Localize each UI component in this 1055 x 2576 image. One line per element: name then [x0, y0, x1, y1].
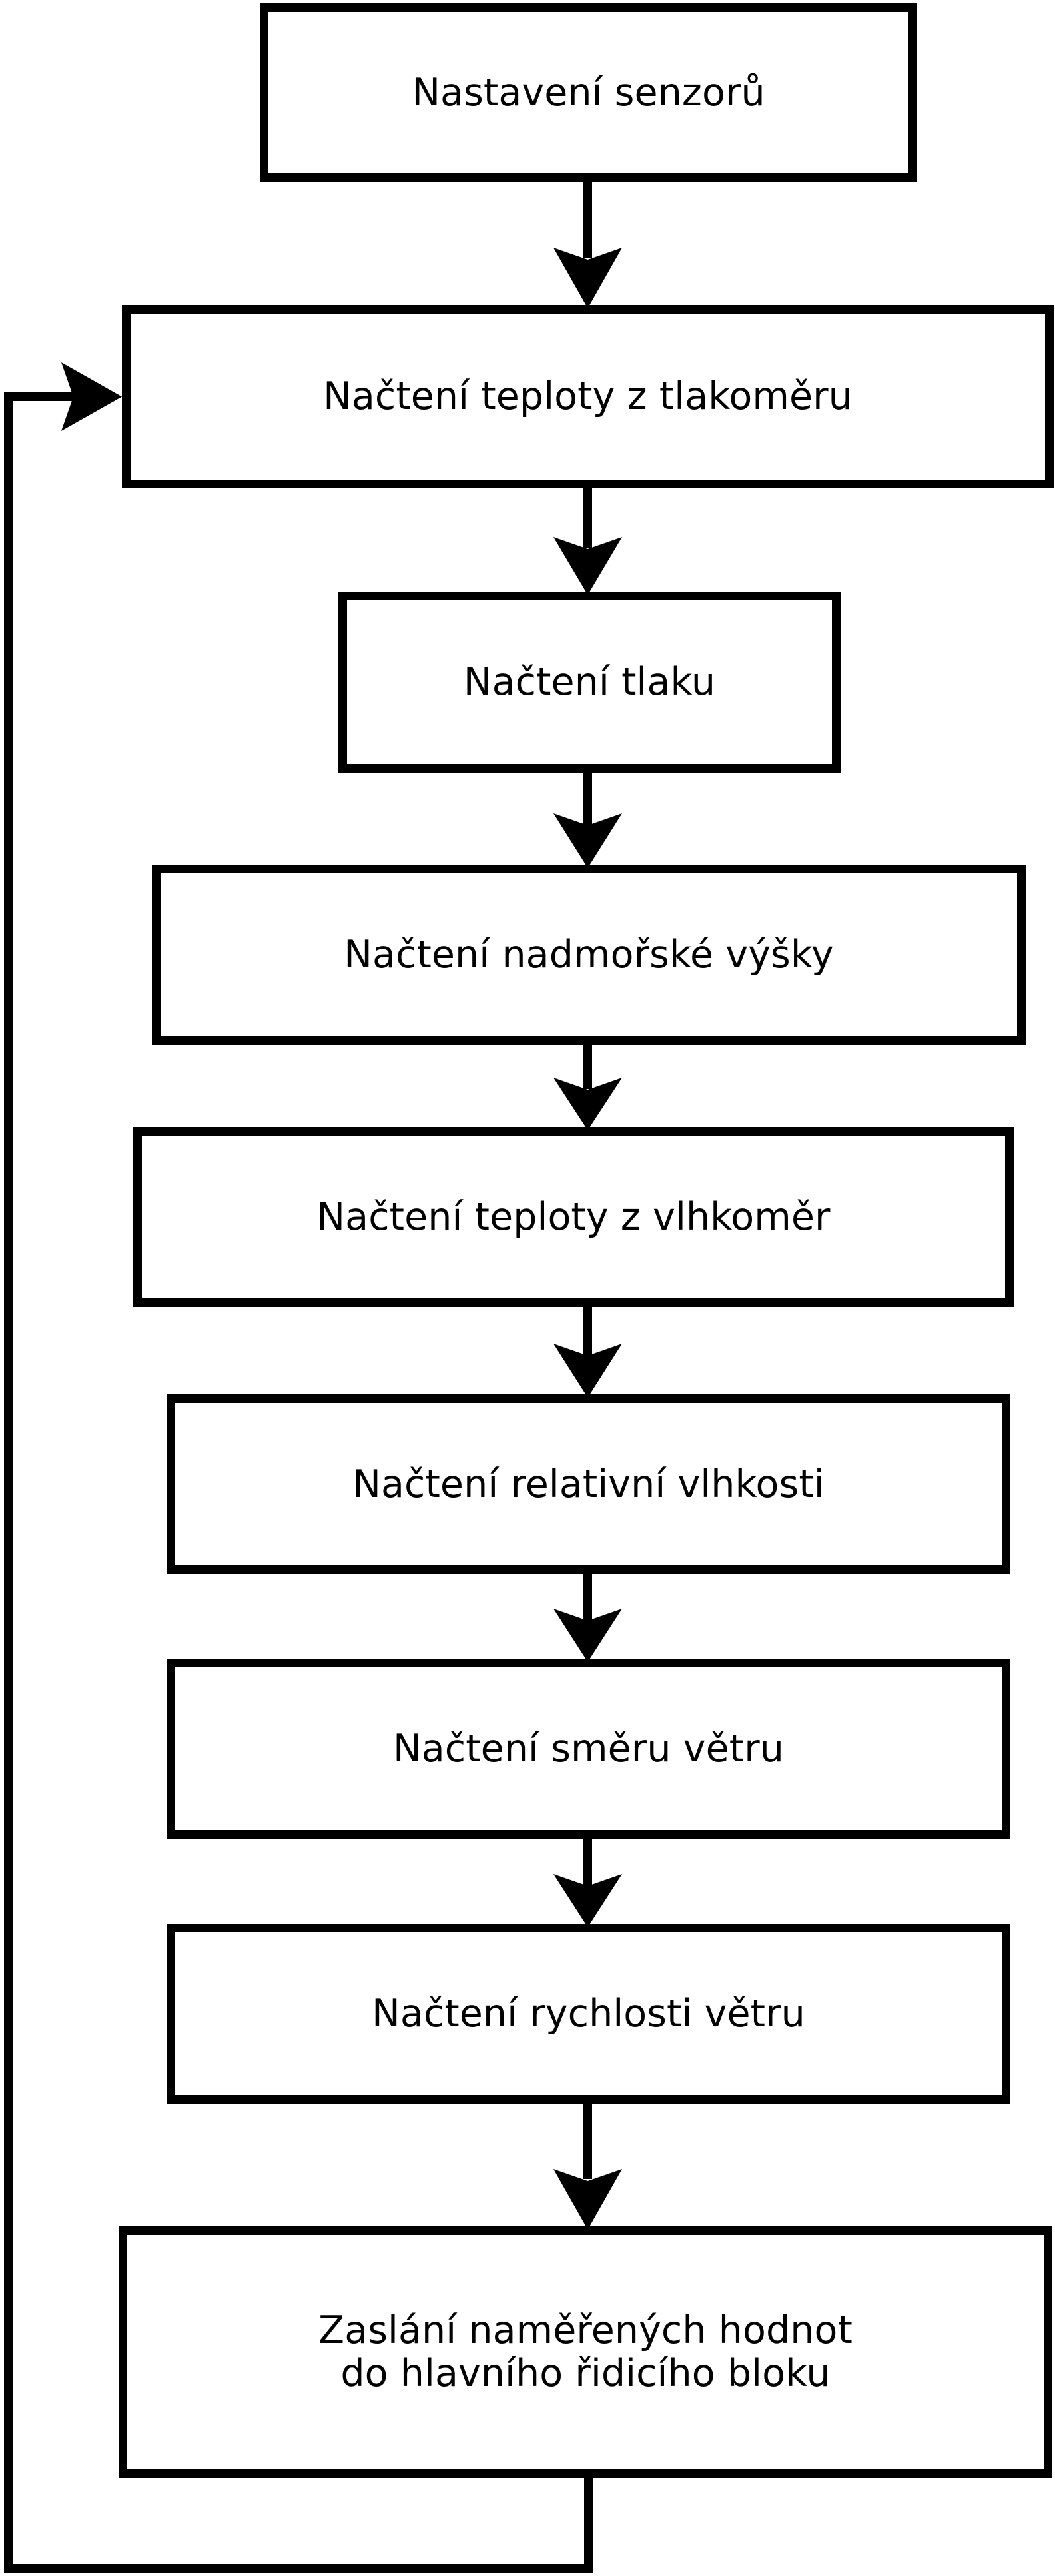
node-label: Načtení tlaku: [463, 659, 716, 704]
node-nacteni-teploty-z-vlhkomer[interactable]: Načtení teploty z vlhkoměr: [133, 1127, 1014, 1307]
arrow-node7-to-node8: [553, 1835, 622, 1927]
node-nacteni-teploty-z-tlakomeru[interactable]: Načtení teploty z tlakoměru: [122, 305, 1054, 488]
node-label: Načtení relativní vlhkosti: [352, 1462, 825, 1506]
node-nacteni-smeru-vetru[interactable]: Načtení směru větru: [167, 1659, 1010, 1839]
arrow-node8-to-node9: [553, 2100, 622, 2230]
node-label: Nastavení senzorů: [412, 70, 765, 115]
arrow-node4-to-node5: [553, 1041, 622, 1130]
node-nacteni-relativni-vlhkosti[interactable]: Načtení relativní vlhkosti: [167, 1394, 1010, 1574]
node-label: Načtení směru větru: [393, 1726, 784, 1771]
loop-left-segment: [4, 392, 13, 2569]
arrow-node1-to-node2: [553, 179, 622, 308]
arrow-node6-to-node7: [553, 1571, 622, 1662]
node-zaslani-namerenych-hodnot[interactable]: Zaslání naměřených hodnot do hlavního ři…: [119, 2226, 1052, 2478]
node-label: Načtení rychlosti větru: [372, 1991, 805, 2036]
loop-bottom-segment: [4, 2564, 593, 2573]
node-nastaveni-senzoru[interactable]: Nastavení senzorů: [260, 3, 917, 182]
node-nacteni-nadmorske-vysky[interactable]: Načtení nadmořské výšky: [152, 865, 1026, 1045]
node-nacteni-tlaku[interactable]: Načtení tlaku: [338, 592, 841, 773]
arrow-node2-to-node3: [553, 485, 622, 595]
node-label: Načtení nadmořské výšky: [344, 932, 834, 977]
loop-return-segment: [4, 392, 91, 401]
arrow-node3-to-node4: [553, 769, 622, 868]
loop-arrowhead: [61, 362, 122, 431]
arrow-node5-to-node6: [553, 1304, 622, 1398]
node-label: Načtení teploty z tlakoměru: [323, 374, 853, 419]
node-nacteni-rychlosti-vetru[interactable]: Načtení rychlosti větru: [167, 1924, 1010, 2104]
node-label: Zaslání naměřených hodnot do hlavního ři…: [318, 2308, 853, 2395]
node-label: Načtení teploty z vlhkoměr: [316, 1194, 831, 1239]
loop-drop-segment: [584, 2478, 593, 2573]
